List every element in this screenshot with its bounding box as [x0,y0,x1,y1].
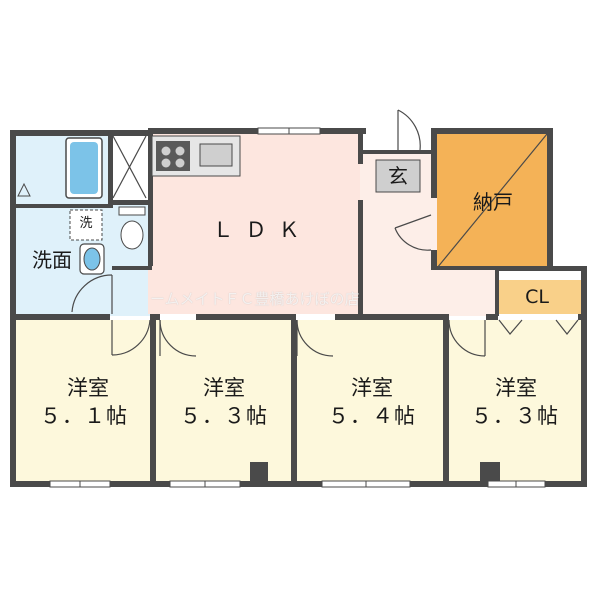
room4-floor [449,320,583,483]
storage-label: 納戸 [473,190,513,214]
doors [71,109,579,357]
storage-diagonal [436,133,548,269]
room4-name: 洋室 [495,376,537,400]
walls [10,128,587,487]
room1-size: ５．１帖 [40,404,128,428]
room3-size: ５．４帖 [328,404,416,428]
entrance-box [375,159,421,193]
watermark-text: ームメイトＦＣ豊橋あけぼの店 [150,290,360,308]
closet-label: CL [525,286,549,308]
room3-name: 洋室 [351,376,393,400]
washroom-label: 洗面 [32,248,72,272]
room2-size: ５．３帖 [180,404,268,428]
room2-floor [156,320,293,483]
room1-floor [14,320,152,483]
entrance-label: 玄 [388,164,408,188]
room2-name: 洋室 [203,376,245,400]
washer-pan [69,209,103,241]
ldk-label: ＬＤＫ [212,218,312,242]
stove-icon [156,141,190,171]
windows [49,127,546,488]
toilet-bowl [120,220,144,250]
washer-label: 洗 [79,216,93,231]
room1-name: 洋室 [67,376,109,400]
room4-size: ５．３帖 [471,404,559,428]
room3-floor [297,320,445,483]
shower-icon [17,182,31,197]
toilet-tank [118,206,146,216]
sink-bowl [83,247,101,271]
kitchen-sink [199,143,233,167]
closet-floor [495,280,581,314]
bathtub-inner [70,142,98,194]
